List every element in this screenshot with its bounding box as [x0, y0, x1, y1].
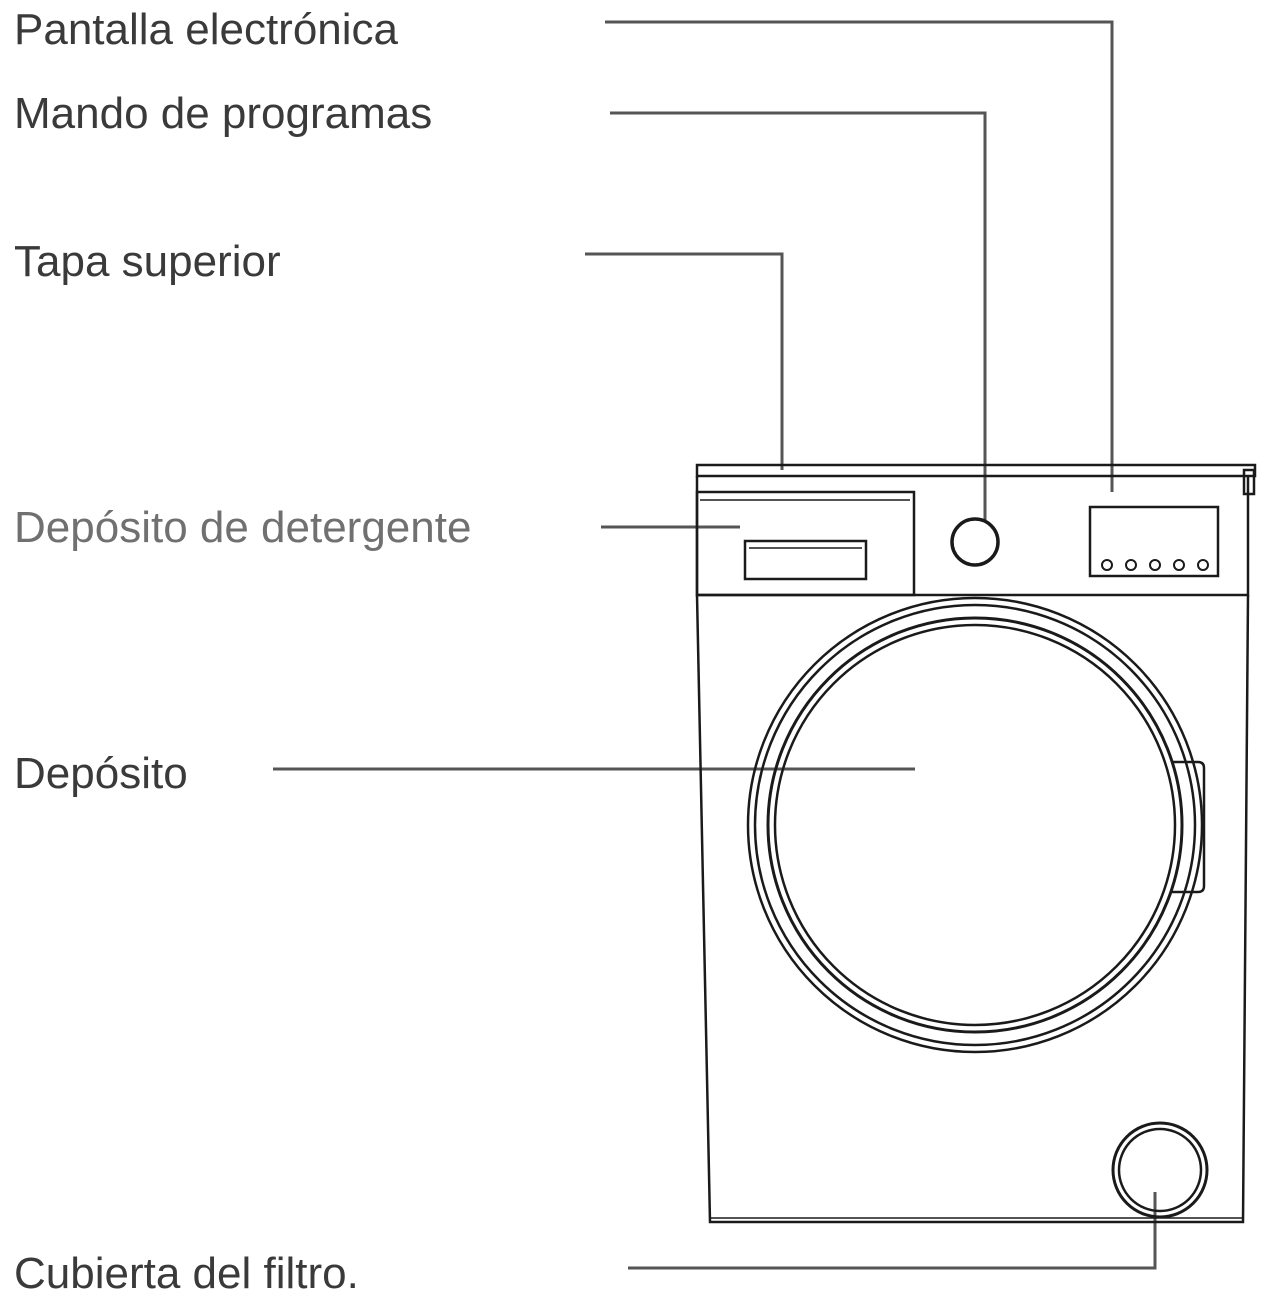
label-door: Depósito — [14, 749, 188, 798]
leader-line-display — [605, 20, 1114, 492]
filter-cover-inner — [1117, 1127, 1203, 1213]
detergent-drawer — [695, 490, 916, 597]
label-program-knob: Mando de programas — [14, 89, 433, 138]
display-button-icon — [1197, 559, 1209, 571]
door-outer-ring — [746, 596, 1204, 1054]
door-glass-outer — [766, 616, 1184, 1034]
leader-line-filter-cover — [628, 1192, 1157, 1270]
door-ring — [753, 603, 1197, 1047]
display-button-icon — [1125, 559, 1137, 571]
leader-lines — [273, 20, 1157, 1270]
program-knob-icon — [950, 517, 1000, 567]
cabinet-body — [695, 594, 1250, 1224]
display-button-icon — [1101, 559, 1113, 571]
detergent-drawer-handle — [743, 539, 868, 581]
label-top-cover: Tapa superior — [14, 237, 281, 286]
display-button-icon — [1173, 559, 1185, 571]
washing-machine — [695, 463, 1257, 1224]
electronic-display — [1088, 505, 1220, 578]
leader-line-top-cover — [585, 252, 784, 470]
label-filter-cover: Cubierta del filtro. — [14, 1249, 359, 1298]
door-glass-inner — [773, 623, 1177, 1027]
display-buttons — [1101, 559, 1209, 571]
door-handle — [1172, 760, 1206, 894]
filter-cover-icon — [1111, 1121, 1209, 1219]
display-button-icon — [1149, 559, 1161, 571]
label-electronic-display: Pantalla electrónica — [14, 5, 399, 54]
leader-line-program-knob — [610, 111, 987, 522]
label-detergent-drawer: Depósito de detergente — [14, 503, 472, 552]
